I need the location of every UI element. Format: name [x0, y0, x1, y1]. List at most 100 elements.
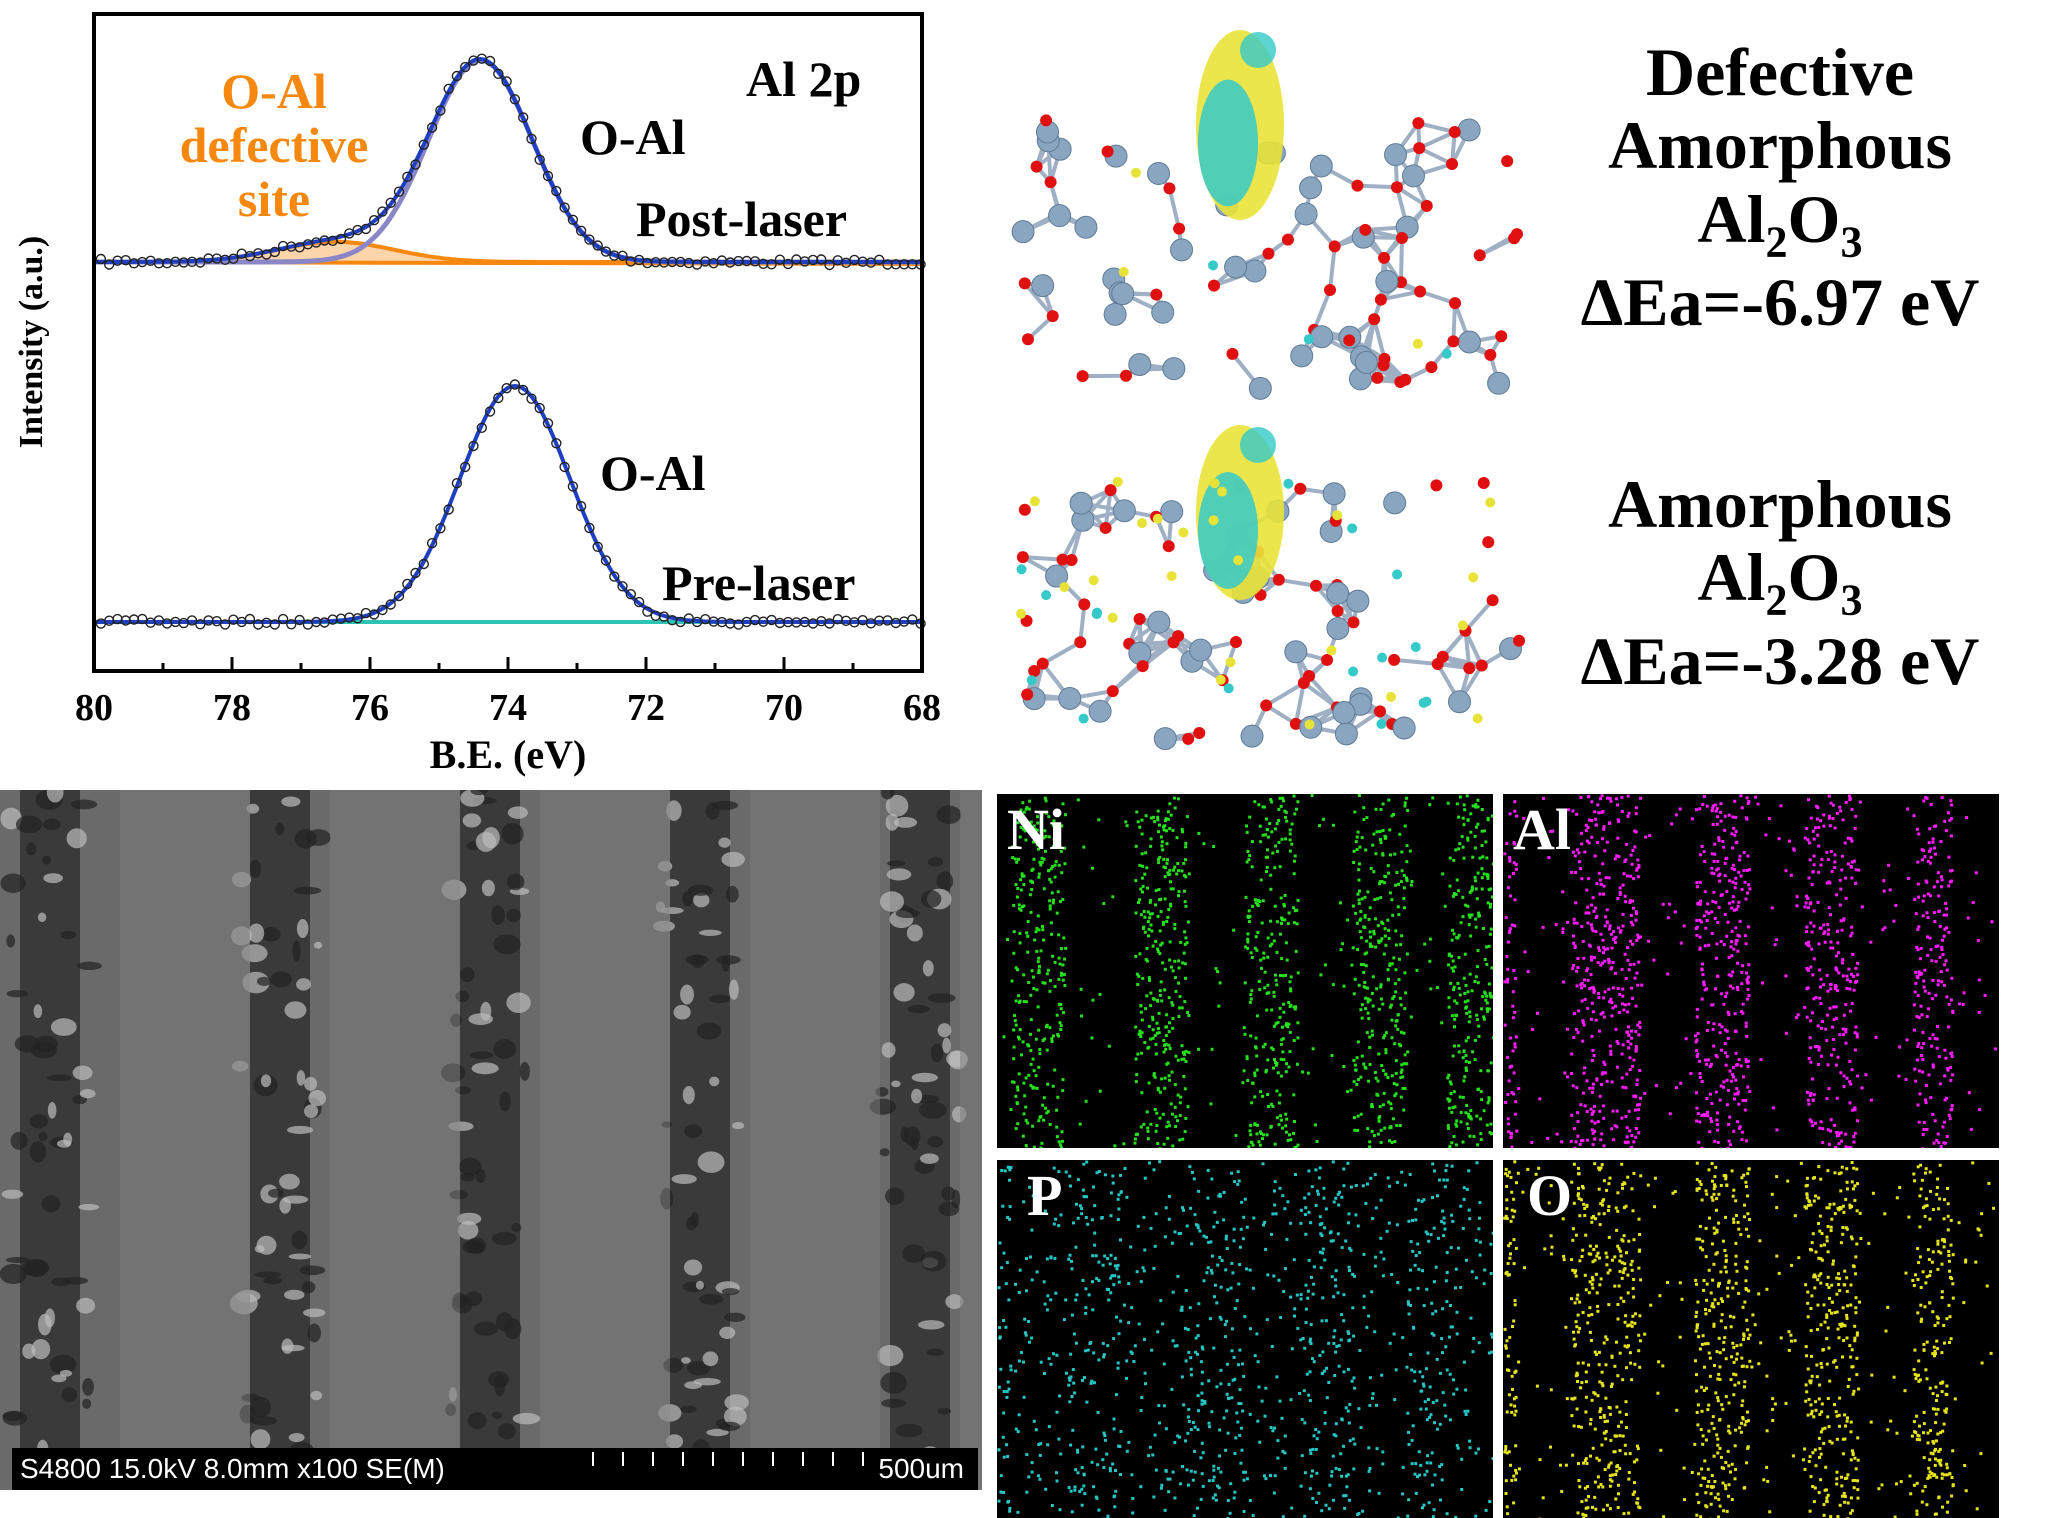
eds-pixel	[1381, 852, 1384, 855]
eds-pixel	[1390, 1126, 1393, 1129]
eds-pixel	[1837, 1056, 1840, 1059]
eds-pixel	[1281, 917, 1284, 920]
eds-pixel	[1725, 992, 1728, 995]
eds-pixel	[1356, 1056, 1359, 1059]
eds-pixel	[1462, 915, 1465, 918]
eds-pixel	[1039, 1147, 1042, 1149]
surface-debris	[34, 1004, 43, 1018]
eds-pixel	[1592, 991, 1595, 994]
eds-pixel	[1608, 821, 1611, 824]
eds-pixel	[1466, 794, 1469, 797]
eds-pixel	[1603, 825, 1606, 828]
eds-pixel	[1296, 1294, 1299, 1297]
eds-pixel	[1251, 1082, 1254, 1085]
eds-pixel	[1274, 1474, 1277, 1477]
eds-pixel	[1177, 869, 1180, 872]
eds-pixel	[1154, 1043, 1157, 1046]
eds-pixel	[1287, 1139, 1290, 1142]
eds-pixel	[1745, 972, 1748, 975]
eds-pixel	[1597, 996, 1600, 999]
eds-pixel	[1448, 953, 1451, 956]
eds-pixel	[1839, 1071, 1842, 1074]
eds-pixel	[1181, 1306, 1184, 1309]
eds-pixel	[1203, 1400, 1206, 1403]
eds-pixel	[1439, 1499, 1442, 1502]
eds-pixel	[1950, 834, 1953, 837]
o-atom	[1262, 248, 1274, 260]
eds-pixel	[1063, 1318, 1066, 1321]
eds-pixel	[1265, 856, 1268, 859]
eds-pixel	[1174, 1055, 1177, 1058]
eds-pixel	[1427, 1240, 1430, 1243]
eds-pixel	[1628, 1129, 1631, 1132]
eds-pixel	[1623, 872, 1626, 875]
eds-pixel	[1409, 1269, 1412, 1272]
eds-pixel	[1968, 1091, 1971, 1094]
isosurface-fragment	[1392, 569, 1402, 579]
eds-pixel	[1951, 1055, 1954, 1058]
eds-pixel	[1919, 1092, 1922, 1095]
eds-pixel	[1383, 881, 1386, 884]
eds-pixel	[1048, 878, 1051, 881]
eds-pixel	[1037, 960, 1040, 963]
pre-peak-label: O-Al	[600, 445, 706, 501]
surface-debris	[887, 868, 912, 880]
eds-pixel	[1081, 1466, 1084, 1469]
eds-pixel	[1053, 1069, 1056, 1072]
eds-pixel	[1768, 817, 1771, 820]
eds-pixel	[1444, 1185, 1447, 1188]
eds-pixel	[1279, 1114, 1282, 1117]
eds-pixel	[1928, 850, 1931, 853]
eds-pixel	[1295, 950, 1298, 953]
eds-pixel	[1508, 858, 1511, 861]
eds-pixel	[1084, 1287, 1087, 1290]
eds-pixel	[1241, 1449, 1244, 1452]
eds-pixel	[1027, 1074, 1030, 1077]
eds-pixel	[1391, 1036, 1394, 1039]
eds-pixel	[1276, 1062, 1279, 1065]
eds-pixel	[1148, 1082, 1151, 1085]
eds-pixel	[1293, 1258, 1296, 1261]
eds-pixel	[1612, 930, 1615, 933]
eds-pixel	[1485, 945, 1488, 948]
eds-pixel	[1451, 1014, 1454, 1017]
eds-pixel	[1735, 1052, 1738, 1055]
eds-pixel	[1396, 1083, 1399, 1086]
eds-pixel	[1817, 826, 1820, 829]
eds-pixel	[1119, 1238, 1122, 1241]
eds-pixel	[1167, 1490, 1170, 1493]
eds-pixel	[1597, 811, 1600, 814]
eds-pixel	[1142, 1216, 1145, 1219]
eds-pixel	[1720, 820, 1723, 823]
eds-pixel	[1272, 1048, 1275, 1051]
eds-pixel	[1252, 1144, 1255, 1147]
eds-pixel	[1343, 1507, 1346, 1510]
eds-pixel	[1045, 1111, 1048, 1114]
eds-pixel	[1562, 927, 1565, 930]
eds-pixel	[1320, 1266, 1323, 1269]
eds-pixel	[1883, 926, 1886, 929]
eds-pixel	[1832, 1048, 1835, 1051]
eds-pixel	[1744, 1109, 1747, 1112]
eds-pixel	[1463, 977, 1466, 980]
eds-pixel	[1761, 982, 1764, 985]
eds-pixel	[1262, 805, 1265, 808]
eds-pixel	[1465, 984, 1468, 987]
eds-pixel	[1492, 862, 1493, 865]
eds-pixel	[1466, 1122, 1469, 1125]
eds-pixel	[1265, 818, 1268, 821]
eds-pixel	[1438, 1465, 1441, 1468]
eds-pixel	[1444, 1345, 1447, 1348]
eds-pixel	[1365, 816, 1368, 819]
eds-pixel	[1423, 1473, 1426, 1476]
eds-pixel	[1810, 817, 1813, 820]
eds-pixel	[1153, 820, 1156, 823]
eds-pixel	[1031, 969, 1034, 972]
eds-pixel	[1748, 1090, 1751, 1093]
eds-pixel	[1084, 1349, 1087, 1352]
eds-pixel	[1492, 1036, 1493, 1039]
eds-pixel	[1038, 873, 1041, 876]
eds-pixel	[1353, 1116, 1356, 1119]
eds-pixel	[1946, 969, 1949, 972]
eds-pixel	[1367, 1012, 1370, 1015]
